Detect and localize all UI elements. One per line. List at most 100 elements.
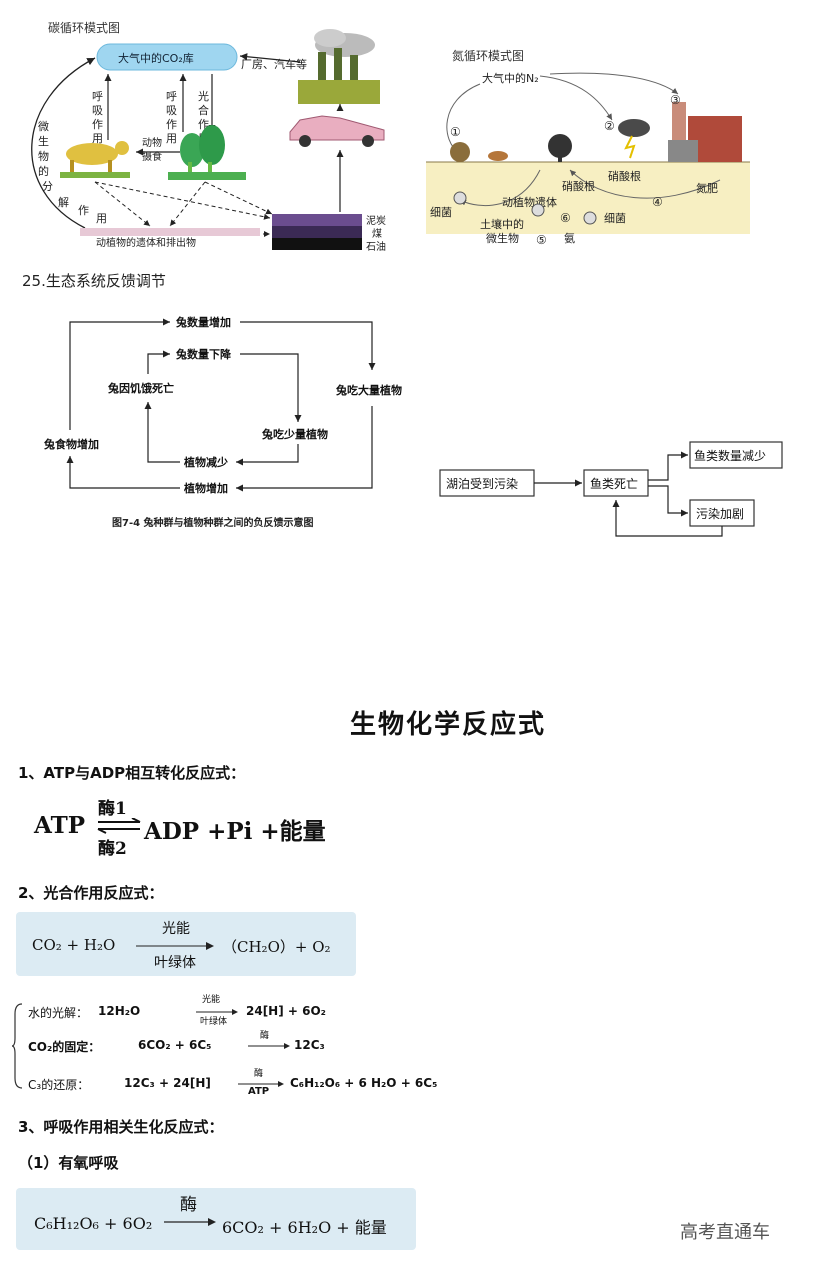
num-4: ④: [652, 195, 663, 209]
step-water-photolysis: 水的光解： 12H₂O 光能 叶绿体 24[H] + 6O₂: [28, 995, 488, 1027]
step-top: 光能: [202, 995, 221, 1005]
aerobic-respiration-equation: C₆H₁₂O₆ + 6O₂ 酶 6CO₂ + 6H₂O + 能量: [16, 1188, 416, 1250]
photo-right: （CH₂O）+ O₂: [222, 938, 331, 956]
rabbit-starve: 兔因饥饿死亡: [107, 381, 174, 395]
brace-icon: [12, 1003, 23, 1089]
nitrogen-title: 氮循环模式图: [452, 48, 524, 63]
num-2: ②: [604, 119, 615, 133]
reaction-arrow-icon: [164, 1218, 216, 1226]
atp-equation: ATP 酶1 酶2 ADP +Pi +能量: [34, 796, 384, 859]
rabbit-feedback-diagram: 兔数量增加 兔数量下降 兔吃大量植物 兔因饥饿死亡 兔吃少量植物 兔食物增加 植…: [43, 315, 402, 529]
trees-icon: [168, 125, 246, 180]
rabbit-food-inc: 兔食物增加: [43, 437, 99, 451]
aerobic-top: 酶: [180, 1195, 197, 1215]
lake-fish-die: 鱼类死亡: [590, 477, 638, 491]
step-left: 12C₃ + 24[H]: [124, 1076, 211, 1090]
photosynthesis-equation: CO₂ + H₂O 光能 叶绿体 （CH₂O）+ O₂: [16, 912, 356, 976]
car-icon: [289, 115, 385, 147]
lake-polluted: 湖泊受到污染: [446, 476, 518, 491]
photo-top: 光能: [162, 921, 190, 937]
num-1: ①: [450, 125, 461, 139]
atp-enzyme1: 酶1: [98, 799, 127, 819]
question-3: 3、呼吸作用相关生化反应式：: [18, 1118, 224, 1136]
lake-fish-dec: 鱼类数量减少: [694, 448, 766, 463]
step-c3-reduction: C₃的还原： 12C₃ + 24[H] 酶 ATP C₆H₁₂O₆ + 6 H₂…: [28, 1068, 498, 1100]
step-bottom: 叶绿体: [200, 1017, 228, 1027]
cow-icon: [60, 141, 130, 178]
step-label: 水的光解：: [28, 1006, 89, 1020]
step-top: 酶: [260, 1031, 270, 1041]
box-polluted: [439, 469, 535, 497]
carbon-title: 碳循环模式图: [48, 21, 120, 35]
carbon-cycle-diagram: 碳循环模式图 大气中的CO₂库 厂房、汽车等 微生物的分解作用 呼吸作用 呼吸作…: [31, 21, 386, 253]
step-right: 12C₃: [294, 1038, 325, 1052]
step-top: 酶: [254, 1069, 264, 1079]
box-fish-dec: [689, 441, 783, 469]
aerobic-right: 6CO₂ + 6H₂O + 能量: [222, 1218, 387, 1237]
soil-microbe-1: 土壤中的: [480, 217, 524, 231]
reaction-arrow-icon: [136, 942, 214, 950]
step-label: C₃的还原：: [28, 1078, 90, 1092]
reaction-arrow-icon: [196, 1009, 238, 1015]
question-3-1: （1）有氧呼吸: [18, 1154, 119, 1172]
remains-n: 动植物遗体: [502, 195, 557, 209]
fossil-peat: 泥炭: [366, 214, 386, 227]
lake-feedback-diagram: 湖泊受到污染 鱼类死亡 鱼类数量减少 污染加剧: [439, 441, 783, 537]
num-5: ⑤: [536, 233, 547, 247]
rabbit-eat-many: 兔吃大量植物: [335, 383, 402, 397]
aerobic-left: C₆H₁₂O₆ + 6O₂: [34, 1214, 153, 1233]
decompose-label: 微生物的分解作用: [38, 119, 107, 225]
nitrate-1: 硝酸根: [562, 179, 595, 193]
tree-icon: [548, 134, 572, 162]
industry-icon: [668, 102, 742, 162]
remains-label: 动植物的遗体和排出物: [96, 236, 196, 249]
step-bottom: ATP: [248, 1086, 270, 1097]
bacteria-1: 细菌: [430, 206, 452, 219]
atmosphere-label: 大气中的CO₂库: [118, 51, 194, 65]
plant-icon: [450, 142, 470, 162]
num-6: ⑥: [560, 211, 571, 225]
section-25-title: 25.生态系统反馈调节: [22, 272, 166, 290]
rabbit-plant-dec: 植物减少: [183, 455, 228, 469]
step-left: 6CO₂ + 6C₅: [138, 1038, 212, 1052]
photo-left: CO₂ + H₂O: [32, 936, 116, 954]
nitrogen-cycle-diagram: 氮循环模式图 大气中的N₂ ① ② ③ ④ ⑤ ⑥ 细菌 动植物遗体 硝酸根 硝…: [426, 48, 750, 247]
rabbit-top: 兔数量增加: [175, 315, 231, 329]
rabbit-plant-inc: 植物增加: [183, 481, 228, 495]
ammonia: 氨: [564, 232, 575, 245]
n2-label: 大气中的N₂: [482, 71, 539, 85]
box-fish-die: [583, 469, 649, 497]
factory-icon: [298, 29, 380, 104]
rabbit-caption: 图7-4 兔种群与植物种群之间的负反馈示意图: [112, 516, 314, 529]
step-right: C₆H₁₂O₆ + 6 H₂O + 6C₅: [290, 1076, 438, 1090]
fossil-oil: 石油: [366, 240, 386, 253]
lightning-icon: [618, 119, 650, 159]
fertilizer: 氮肥: [696, 181, 718, 195]
rabbit-eat-few: 兔吃少量植物: [261, 427, 328, 441]
photo-bottom: 叶绿体: [154, 955, 196, 971]
step-right: 24[H] + 6O₂: [246, 1004, 326, 1018]
step-left: 12H₂O: [98, 1004, 141, 1018]
atp-enzyme2: 酶2: [98, 839, 127, 859]
fossil-coal: 煤: [372, 227, 382, 240]
reversible-arrow-icon: [97, 818, 141, 834]
animal-icon: [488, 151, 508, 161]
watermark: 高考直通车: [680, 1222, 770, 1243]
question-2: 2、光合作用反应式：: [18, 884, 164, 902]
reaction-arrow-icon: [248, 1043, 290, 1049]
soil-microbe-2: 微生物: [486, 231, 519, 245]
respiration2-label: 呼吸作用: [166, 90, 177, 145]
respiration-label: 呼吸作用: [92, 90, 103, 145]
lake-worse: 污染加剧: [696, 506, 744, 521]
atmosphere-box: [96, 43, 238, 71]
step-co2-fixation: CO₂的固定： 6CO₂ + 6C₅ 酶 12C₃: [28, 1031, 488, 1062]
reaction-arrow-icon: [238, 1081, 284, 1087]
num-3: ③: [670, 93, 681, 107]
step-label: CO₂的固定：: [28, 1040, 101, 1054]
animal-eat-label: 动物摄食: [142, 136, 162, 163]
atp-right: ADP +Pi +能量: [144, 818, 326, 845]
remains-ground: [80, 228, 260, 236]
bacteria-2: 细菌: [604, 212, 626, 225]
nitrate-2: 硝酸根: [608, 169, 641, 183]
fossil-layers: [272, 214, 362, 250]
